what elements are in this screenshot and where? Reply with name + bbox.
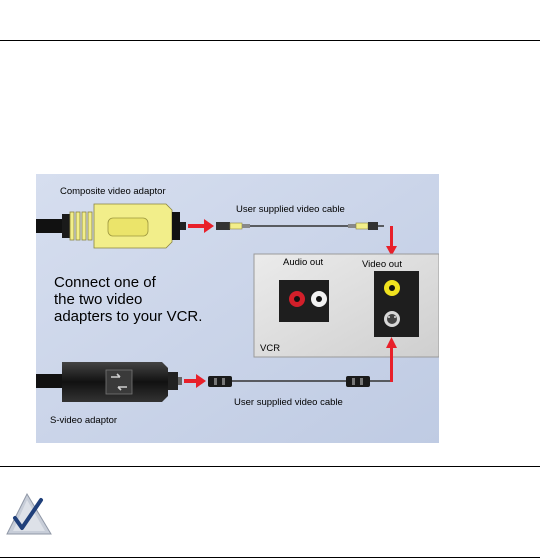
audio-out-label: Audio out bbox=[283, 257, 324, 268]
arrow-to-svideo-jack bbox=[386, 337, 397, 382]
checkmark-note-icon bbox=[5, 492, 55, 538]
connect-instruction: Connect one of the two video adapters to… bbox=[54, 274, 244, 325]
composite-adaptor-label: Composite video adaptor bbox=[60, 186, 166, 197]
bottom-video-cable bbox=[208, 376, 390, 387]
note-bottom-rule bbox=[0, 557, 540, 558]
top-video-cable bbox=[216, 222, 384, 230]
arrow-to-top-cable bbox=[188, 219, 214, 233]
instruction-line-3: adapters to your VCR. bbox=[54, 308, 203, 325]
instruction-line-1: Connect one of bbox=[54, 274, 156, 291]
video-out-jacks bbox=[374, 271, 419, 337]
svideo-adaptor-label: S-video adaptor bbox=[50, 415, 118, 426]
arrow-to-bottom-cable bbox=[184, 374, 206, 388]
header-rule bbox=[0, 40, 540, 41]
arrow-to-video-out bbox=[386, 226, 397, 256]
video-out-label: Video out bbox=[362, 259, 402, 270]
vcr-connection-figure: Composite video adaptor User supplied vi… bbox=[36, 174, 439, 443]
top-cable-label: User supplied video cable bbox=[236, 204, 345, 215]
bottom-cable-label: User supplied video cable bbox=[234, 397, 343, 408]
vcr-panel bbox=[253, 253, 439, 358]
svideo-adaptor bbox=[36, 362, 182, 402]
note-top-rule bbox=[0, 466, 540, 467]
instruction-line-2: the two video bbox=[54, 291, 143, 308]
composite-adaptor bbox=[36, 203, 186, 249]
vcr-label: VCR bbox=[260, 343, 281, 354]
